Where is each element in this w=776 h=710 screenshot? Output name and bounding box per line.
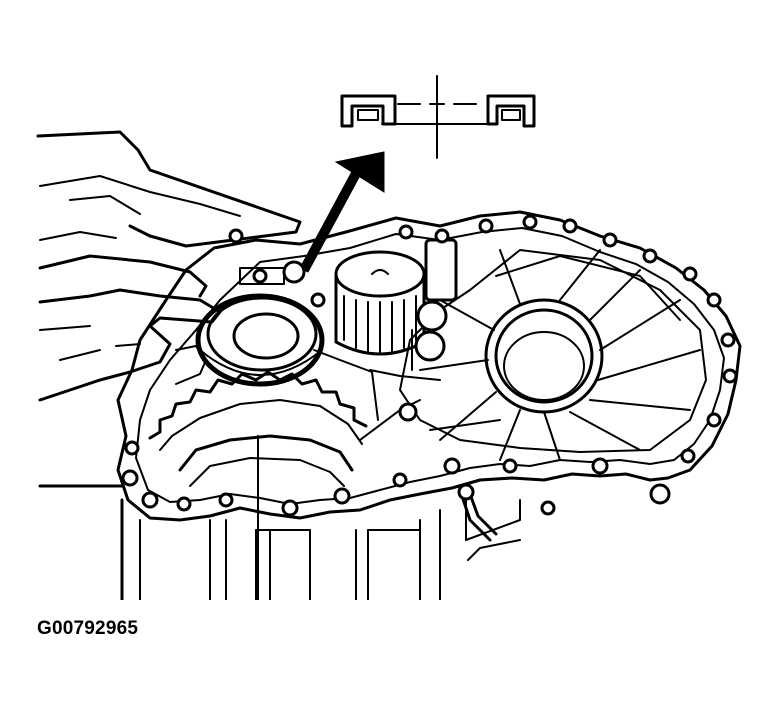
seal-cross-section-detail [340,75,536,159]
transaxle-case [36,130,742,600]
transaxle-case-diagram [36,75,742,600]
figure-id-label: G00792965 [37,618,139,639]
